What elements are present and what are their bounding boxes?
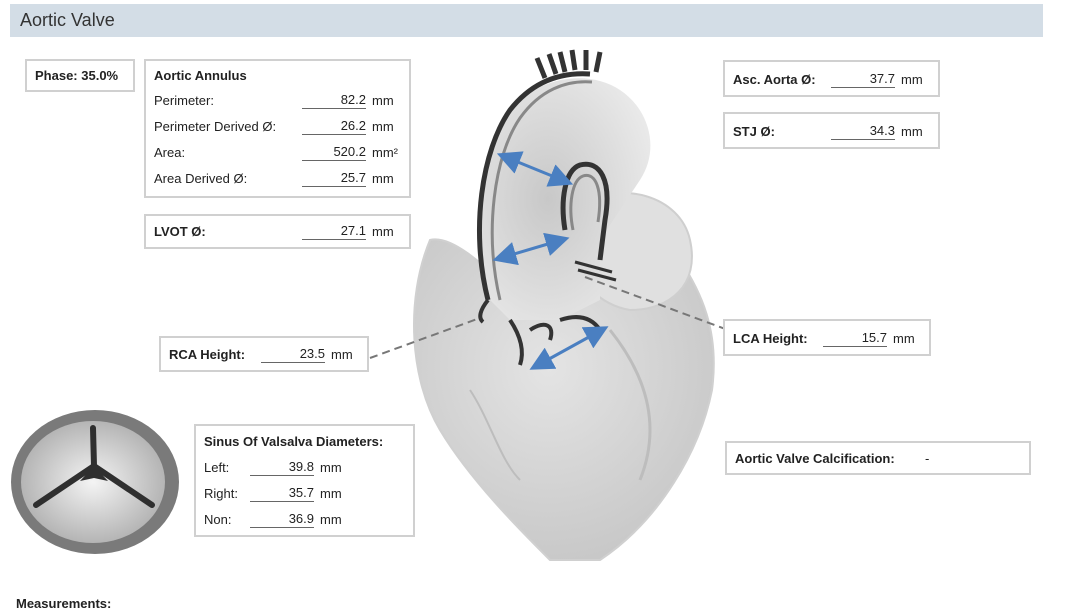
sinus-heading: Sinus Of Valsalva Diameters:	[204, 434, 384, 449]
row-value: 27.1	[302, 222, 366, 240]
row-label: RCA Height:	[169, 347, 246, 362]
row-unit: mm	[372, 93, 394, 108]
measurement-arrows	[492, 151, 609, 370]
row-value: 23.5	[261, 345, 325, 363]
calcification-row: Aortic Valve Calcification: -	[735, 449, 1021, 469]
asc-aorta-box: Asc. Aorta Ø: 37.7 mm	[723, 60, 940, 97]
row-unit: mm	[901, 124, 923, 139]
row-value: 25.7	[302, 169, 366, 187]
phase-label: Phase: 35.0%	[35, 68, 119, 83]
row-value: 34.3	[831, 122, 895, 140]
row-value: 82.2	[302, 91, 366, 109]
row-label: Area:	[154, 145, 186, 160]
row-label: Right:	[204, 486, 238, 501]
lca-height-box: LCA Height: 15.7 mm	[723, 319, 931, 356]
calcification-box: Aortic Valve Calcification: -	[725, 441, 1031, 475]
stj-box: STJ Ø: 34.3 mm	[723, 112, 940, 149]
row-unit: mm	[372, 119, 394, 134]
measurements-label: Measurements:	[16, 596, 112, 611]
row-label: LVOT Ø:	[154, 224, 206, 239]
sinus-of-valsalva-box: Sinus Of Valsalva Diameters: Left: 39.8 …	[194, 424, 415, 537]
row-label: Perimeter Derived Ø:	[154, 119, 277, 134]
annulus-heading: Aortic Annulus	[154, 68, 247, 83]
row-value: 26.2	[302, 117, 366, 135]
lvot-box: LVOT Ø: 27.1 mm	[144, 214, 411, 249]
row-label: Non:	[204, 512, 232, 527]
aortic-annulus-box: Aortic Annulus Perimeter: 82.2 mm Perime…	[144, 59, 411, 198]
annulus-row-perimeter: Perimeter: 82.2 mm	[154, 91, 401, 111]
rca-row: RCA Height: 23.5 mm	[169, 345, 359, 365]
annulus-row-area-derived: Area Derived Ø: 25.7 mm	[154, 169, 401, 189]
phase-box: Phase: 35.0%	[25, 59, 135, 92]
row-label: Left:	[204, 460, 230, 475]
row-value: 36.9	[250, 510, 314, 528]
row-value: 15.7	[823, 329, 887, 347]
row-unit: mm	[893, 331, 915, 346]
row-label: STJ Ø:	[733, 124, 775, 139]
stj-row: STJ Ø: 34.3 mm	[733, 122, 930, 142]
row-label: Area Derived Ø:	[154, 171, 248, 186]
row-value: 35.7	[250, 484, 314, 502]
row-label: Aortic Valve Calcification:	[735, 451, 895, 466]
row-value: -	[925, 451, 930, 466]
sinus-row-non: Non: 36.9 mm	[204, 510, 405, 530]
row-label: Asc. Aorta Ø:	[733, 72, 816, 87]
row-unit: mm	[331, 347, 353, 362]
row-unit: mm	[320, 486, 342, 501]
lvot-row: LVOT Ø: 27.1 mm	[154, 222, 401, 242]
page-title: Aortic Valve	[10, 4, 1043, 37]
row-unit: mm	[372, 224, 394, 239]
asc-aorta-row: Asc. Aorta Ø: 37.7 mm	[733, 70, 930, 90]
row-value: 39.8	[250, 458, 314, 476]
row-label: LCA Height:	[733, 331, 808, 346]
sinus-row-left: Left: 39.8 mm	[204, 458, 405, 478]
sinus-row-right: Right: 35.7 mm	[204, 484, 405, 504]
row-unit: mm	[372, 171, 394, 186]
row-value: 520.2	[302, 143, 366, 161]
lca-row: LCA Height: 15.7 mm	[733, 329, 921, 349]
row-unit: mm	[320, 512, 342, 527]
row-unit: mm	[901, 72, 923, 87]
leader-lines	[369, 276, 729, 359]
annulus-row-perimeter-derived: Perimeter Derived Ø: 26.2 mm	[154, 117, 401, 137]
rca-height-box: RCA Height: 23.5 mm	[159, 336, 369, 372]
row-label: Perimeter:	[154, 93, 214, 108]
row-value: 37.7	[831, 70, 895, 88]
valve-cross-section	[11, 410, 179, 554]
row-unit: mm²	[372, 145, 398, 160]
annulus-row-area: Area: 520.2 mm²	[154, 143, 401, 163]
row-unit: mm	[320, 460, 342, 475]
